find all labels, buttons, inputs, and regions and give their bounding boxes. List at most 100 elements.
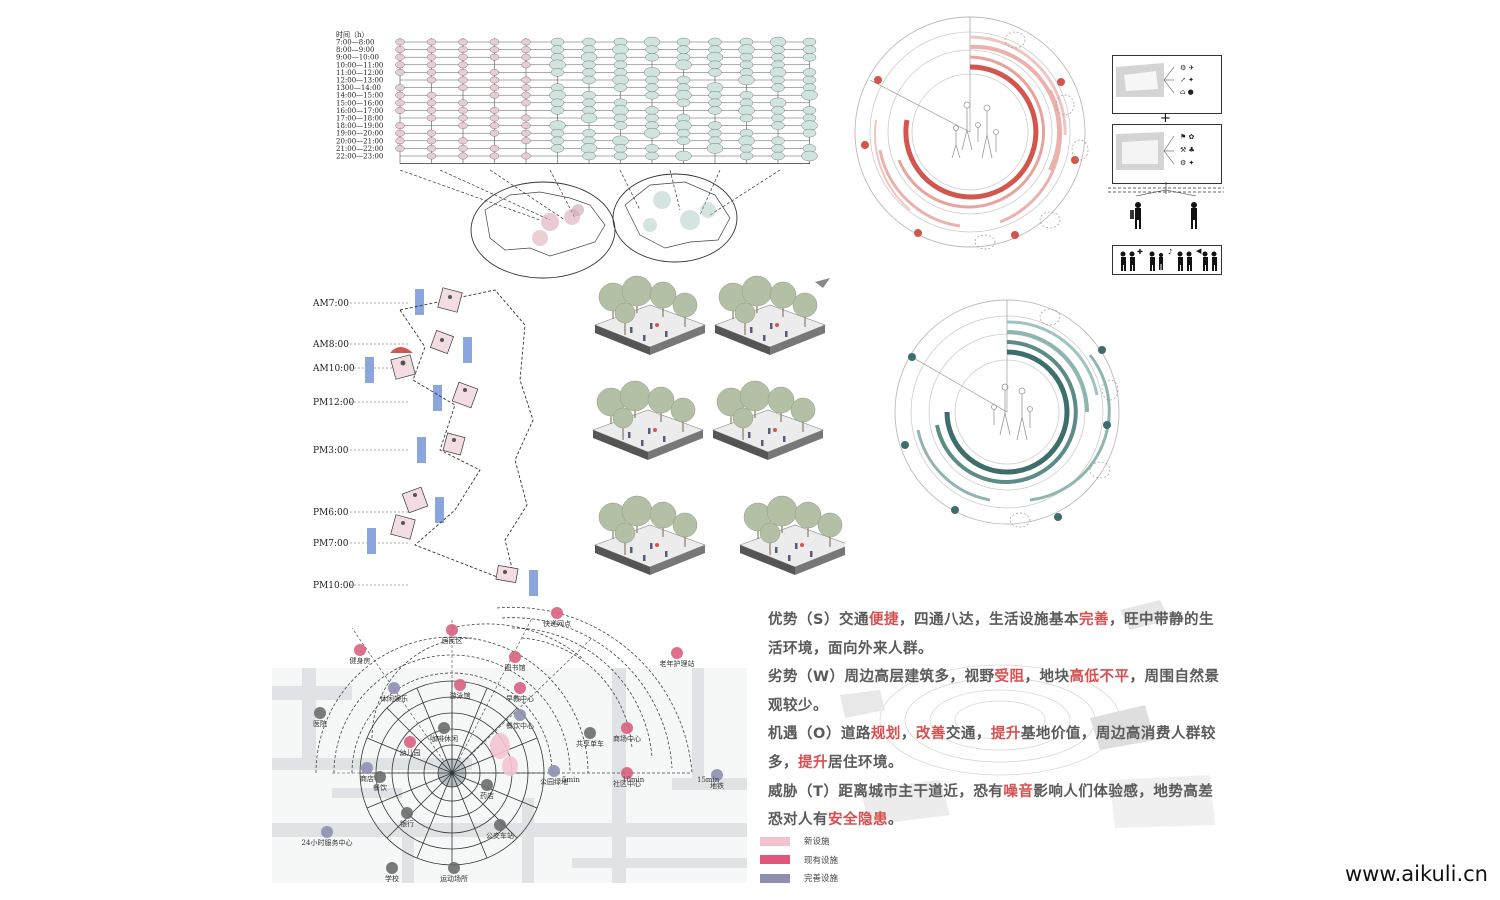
schedule-dot <box>801 150 818 162</box>
facility-icon <box>584 727 596 739</box>
swot-highlight: 受阻 <box>994 669 1025 686</box>
people-sketch-red <box>951 101 999 159</box>
schedule-dot <box>395 69 405 76</box>
schedule-dot <box>582 37 596 47</box>
schedule-dot <box>771 113 785 123</box>
facility-legend: 新设施 现有设施 完善设施 <box>760 832 838 888</box>
schedule-dot <box>426 91 437 99</box>
schedule-dot <box>489 76 500 84</box>
schedule-dot <box>458 61 468 69</box>
schedule-time-label: 11:00—12:00 <box>336 69 383 77</box>
facility-icon <box>321 826 333 838</box>
schedule-dot <box>645 144 659 153</box>
schedule-dot <box>802 68 817 77</box>
person-icon <box>650 543 653 549</box>
swot-text: 影响人们体验感，地势高差恐对人有 <box>768 783 1214 829</box>
schedule-dot <box>771 144 785 153</box>
schedule-dot <box>458 84 468 91</box>
daily-activity-bar <box>529 570 538 596</box>
distance-label: 15min <box>697 776 720 784</box>
schedule-dot <box>458 145 468 152</box>
plus-sign: + <box>1160 111 1171 126</box>
person-icon <box>750 327 753 333</box>
swot-highlight: 高低不平 <box>1069 669 1130 686</box>
facility-icon <box>621 767 633 779</box>
park-scene <box>739 495 845 575</box>
schedule-dot <box>489 122 500 130</box>
schedule-dot <box>426 69 437 76</box>
schedule-time-label: 20:00—21:00 <box>336 137 383 145</box>
person-icon <box>810 551 813 557</box>
person-icon <box>643 555 646 561</box>
facility-label: 商场中心 <box>613 734 641 743</box>
facility-icon <box>621 722 633 734</box>
schedule-dot <box>458 152 468 160</box>
svg-text:⚙ ✈: ⚙ ✈ <box>1180 64 1195 72</box>
daily-time-label: PM3:00 <box>313 446 349 456</box>
tree-icon <box>670 397 696 423</box>
facility-icon <box>354 644 366 656</box>
swot-text: 优势（S）交通 <box>768 612 869 628</box>
daily-timeline: AM7:00AM8:00AM10:00PM12:00PM3:00PM6:00PM… <box>312 287 538 596</box>
swot-highlight: 便捷 <box>868 612 899 628</box>
schedule-dot <box>521 152 531 160</box>
daily-time-label: AM8:00 <box>312 340 349 350</box>
person-icon <box>648 428 651 434</box>
facility-label: 社区中心 <box>613 779 641 788</box>
site-blob-left <box>470 181 616 279</box>
schedule-dot <box>550 68 565 77</box>
facility-icon <box>514 682 526 694</box>
schedule-dot <box>521 76 531 84</box>
schedule-dot <box>771 136 785 146</box>
schedule-dot <box>550 98 565 108</box>
schedule-dot <box>771 106 785 115</box>
swot-text: 机遇（O）道路 <box>768 726 871 743</box>
schedule-dot <box>395 84 405 91</box>
schedule-dot <box>395 137 405 145</box>
facility-label: 地铁 <box>710 781 724 790</box>
schedule-dot <box>802 106 817 115</box>
schedule-dot <box>489 38 500 46</box>
swot-text: ，周围自然景观较少。 <box>768 669 1220 714</box>
facility-label: 24小时服务中心 <box>302 838 353 847</box>
schedule-dot <box>550 37 565 47</box>
schedule-dot <box>395 129 405 137</box>
facility-icon <box>404 736 416 748</box>
tree-icon <box>672 292 698 318</box>
schedule-dot <box>395 122 405 130</box>
schedule-dot <box>395 46 405 53</box>
facility-label: 快递网点 <box>543 619 571 628</box>
schedule-dot <box>426 46 437 53</box>
park-scenes <box>592 275 845 575</box>
facility-label: 商店 <box>360 774 374 783</box>
schedule-dot <box>706 143 724 154</box>
schedule-dot <box>739 151 754 161</box>
schedule-dot <box>489 91 500 99</box>
schedule-dot <box>645 75 659 85</box>
facility-icon <box>514 709 526 721</box>
schedule-dot <box>676 98 691 108</box>
schedule-dot <box>489 84 500 91</box>
schedule-dot <box>458 38 468 46</box>
tree-icon <box>621 275 653 307</box>
legend-swatch <box>760 873 790 883</box>
flow-box-3-art: ✚ ♪ ◀ <box>1120 247 1217 271</box>
schedule-dot <box>550 144 565 153</box>
facility-label: 公园绿地 <box>540 777 568 786</box>
schedule-dot <box>489 53 500 61</box>
radar-web <box>359 680 545 866</box>
schedule-dot <box>395 99 405 107</box>
schedule-dot <box>676 37 691 47</box>
tree-icon <box>766 495 798 527</box>
schedule-dot <box>645 53 659 62</box>
schedule-dot <box>613 53 628 62</box>
facility-icon <box>386 862 398 874</box>
schedule-dot <box>426 114 437 122</box>
schedule-dot <box>458 76 468 84</box>
swot-text: ，地块 <box>1024 669 1070 686</box>
schedule-time-label: 12:00—13:00 <box>336 77 383 85</box>
schedule-dot <box>582 98 596 108</box>
facility-icon <box>438 722 450 734</box>
swot-text: 居住环境。 <box>828 754 903 771</box>
site-blob-right <box>612 173 738 263</box>
